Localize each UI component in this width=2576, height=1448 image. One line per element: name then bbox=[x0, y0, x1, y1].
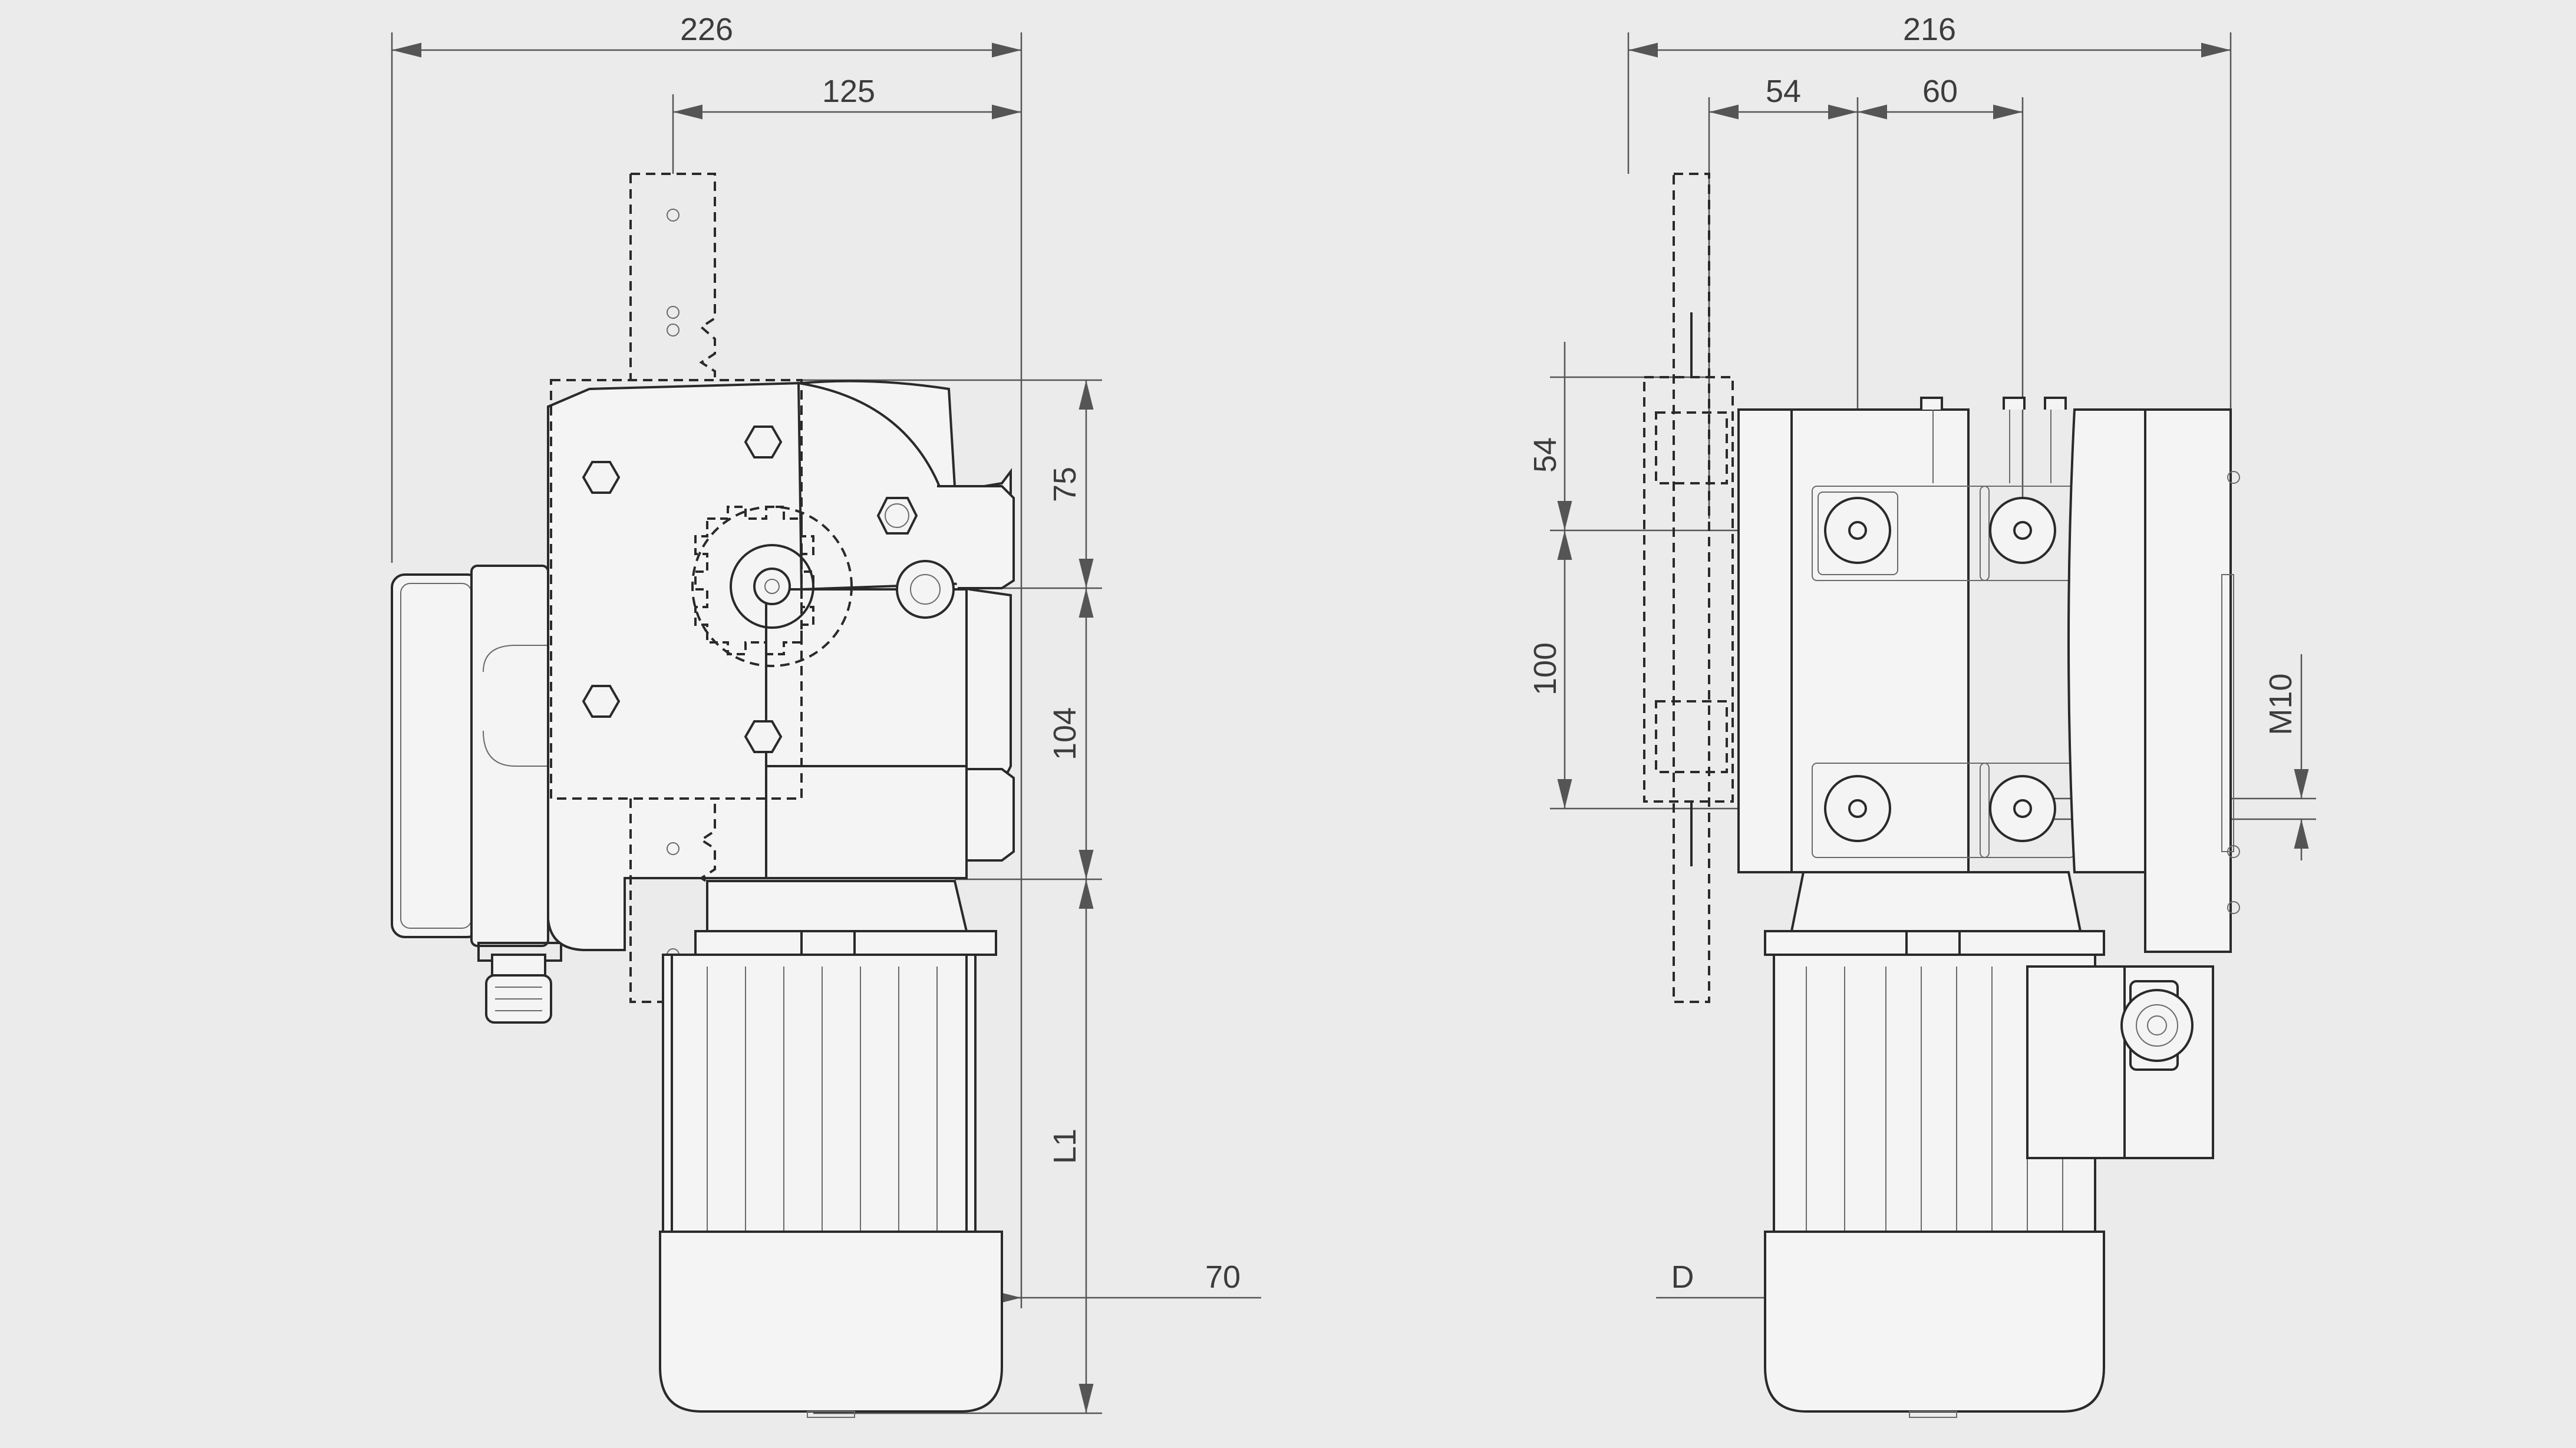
dim-label-216: 216 bbox=[1903, 12, 1956, 47]
side-cover bbox=[2067, 408, 2240, 953]
dim-label-226: 226 bbox=[680, 12, 733, 47]
dimension-216: 216 bbox=[1627, 12, 2232, 413]
dim-label-70: 70 bbox=[1205, 1259, 1241, 1295]
dim-label-l1: L1 bbox=[1047, 1129, 1083, 1164]
dimension-l1: L1 bbox=[813, 879, 1102, 1414]
dim-label-d: D bbox=[1671, 1259, 1694, 1295]
front-gearbox bbox=[1737, 408, 2075, 873]
front-flange bbox=[1764, 871, 2105, 956]
dim-label-54-top: 54 bbox=[1766, 74, 1801, 109]
motor-body bbox=[659, 954, 1003, 1418]
dimension-125: 125 bbox=[672, 74, 1021, 174]
dimension-75: 75 bbox=[778, 379, 1102, 589]
hex-bolts bbox=[582, 426, 955, 753]
dim-label-125: 125 bbox=[822, 74, 875, 109]
cable-gland bbox=[485, 954, 552, 1024]
cooling-ribs bbox=[1920, 397, 2067, 483]
dim-label-75: 75 bbox=[1047, 467, 1083, 502]
rack-dashed bbox=[1643, 173, 1734, 1003]
motor-flange bbox=[694, 880, 997, 956]
dim-label-104: 104 bbox=[1047, 707, 1083, 760]
dim-label-60: 60 bbox=[1922, 74, 1958, 109]
dim-label-m10: M10 bbox=[2263, 673, 2298, 735]
side-view: 226 125 75 104 L1 70 bbox=[391, 12, 1261, 1418]
front-view: 216 54 60 54 100 M10 bbox=[1528, 12, 2316, 1418]
dimension-104: 104 bbox=[955, 588, 1102, 880]
motor-terminal-box bbox=[2026, 965, 2214, 1159]
dimension-m10: M10 bbox=[2021, 654, 2316, 860]
dimension-226: 226 bbox=[391, 12, 1023, 1308]
dim-label-54-left: 54 bbox=[1528, 437, 1563, 473]
pinion-gear bbox=[691, 506, 853, 667]
front-motor bbox=[1764, 954, 2105, 1418]
dim-label-100: 100 bbox=[1528, 642, 1563, 695]
terminal-box bbox=[391, 565, 575, 962]
